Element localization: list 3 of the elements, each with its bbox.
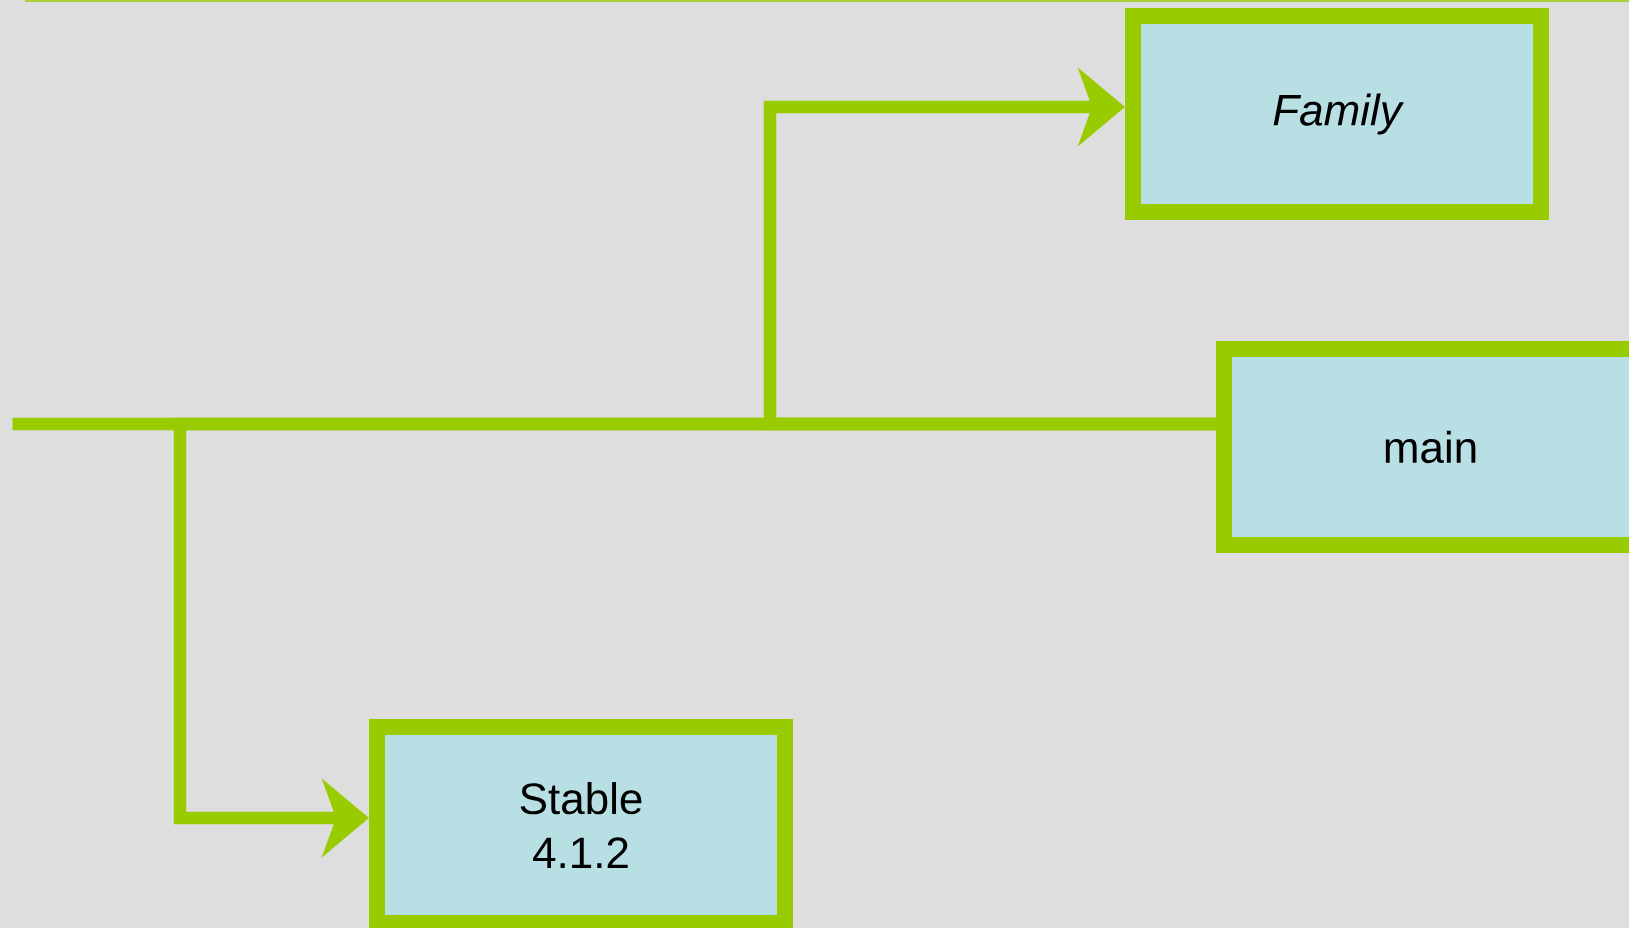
branch-box: Family <box>1125 8 1549 220</box>
branch-box: Stable 4.1.2 <box>369 719 793 928</box>
branch-box: main <box>1216 341 1629 553</box>
